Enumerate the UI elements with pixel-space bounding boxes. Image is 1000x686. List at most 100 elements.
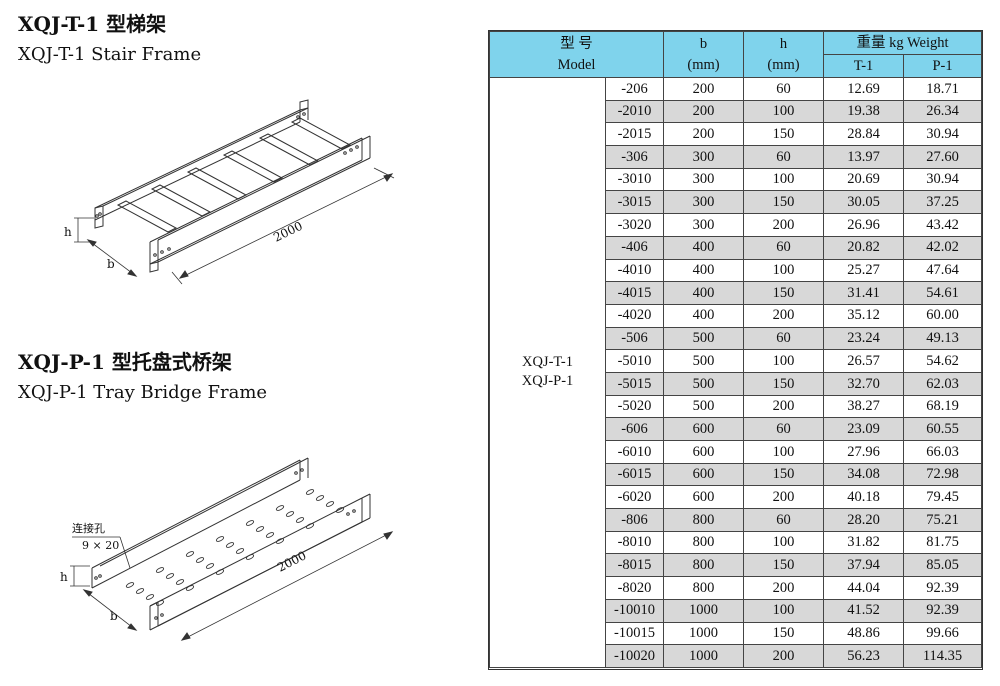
cell-p1: 54.61 [903, 281, 983, 305]
cell-suffix: -606 [604, 417, 665, 441]
cell-b: 500 [663, 371, 745, 396]
cell-p1: 68.19 [903, 394, 983, 419]
cell-b: 1000 [663, 621, 745, 646]
cell-p1: 75.21 [903, 508, 983, 532]
cell-p1: 114.35 [903, 644, 983, 668]
cell-suffix: -3010 [604, 167, 665, 192]
cell-h: 200 [743, 576, 825, 600]
cell-suffix: -4010 [604, 258, 665, 283]
cell-suffix: -4020 [604, 303, 665, 328]
tray-title: XQJ-P-1 型托盘式桥架 [18, 350, 232, 374]
cell-b: 800 [663, 530, 745, 555]
cell-b: 800 [663, 553, 745, 578]
cell-p1: 37.25 [903, 190, 983, 215]
cell-b: 500 [663, 326, 745, 351]
cell-suffix: -406 [604, 235, 665, 260]
cell-suffix: -8020 [604, 576, 665, 600]
tray-dim-h: h [60, 570, 68, 584]
cell-h: 200 [743, 303, 825, 328]
cell-t1: 37.94 [823, 553, 905, 578]
cell-t1: 26.96 [823, 213, 905, 237]
cell-h: 100 [743, 598, 825, 623]
cell-h: 150 [743, 122, 825, 147]
cell-h: 60 [743, 508, 825, 532]
cell-b: 300 [663, 167, 745, 192]
cell-suffix: -5015 [604, 371, 665, 396]
cell-h: 100 [743, 167, 825, 192]
ladder-dim-b: b [107, 257, 115, 271]
cell-b: 200 [663, 99, 745, 124]
cell-b: 300 [663, 145, 745, 169]
cell-suffix: -6010 [604, 440, 665, 464]
cell-suffix: -5020 [604, 394, 665, 419]
cell-h: 200 [743, 644, 825, 668]
cell-suffix: -206 [604, 77, 665, 101]
cell-p1: 54.62 [903, 349, 983, 373]
cell-p1: 42.02 [903, 235, 983, 260]
cell-b: 500 [663, 394, 745, 419]
cell-p1: 79.45 [903, 485, 983, 510]
cell-suffix: -306 [604, 145, 665, 169]
cell-t1: 30.05 [823, 190, 905, 215]
cell-h: 200 [743, 485, 825, 510]
cell-t1: 35.12 [823, 303, 905, 328]
cell-b: 400 [663, 258, 745, 283]
cell-p1: 85.05 [903, 553, 983, 578]
cell-h: 100 [743, 258, 825, 283]
cell-t1: 32.70 [823, 371, 905, 396]
cell-p1: 92.39 [903, 598, 983, 623]
cell-h: 100 [743, 440, 825, 464]
cell-t1: 23.24 [823, 326, 905, 351]
tray-dim-length: 2000 [275, 548, 309, 574]
cell-p1: 60.00 [903, 303, 983, 328]
cell-p1: 92.39 [903, 576, 983, 600]
cell-suffix: -8010 [604, 530, 665, 555]
cell-t1: 56.23 [823, 644, 905, 668]
cell-t1: 27.96 [823, 440, 905, 464]
cell-b: 600 [663, 462, 745, 487]
cell-h: 60 [743, 417, 825, 441]
cell-suffix: -2010 [604, 99, 665, 124]
cell-suffix: -3020 [604, 213, 665, 237]
cell-h: 100 [743, 530, 825, 555]
cell-p1: 66.03 [903, 440, 983, 464]
header-h: h (mm) [743, 31, 825, 78]
cell-h: 150 [743, 371, 825, 396]
cell-p1: 18.71 [903, 77, 983, 101]
cell-suffix: -10010 [604, 598, 665, 623]
cell-b: 400 [663, 235, 745, 260]
cell-b: 600 [663, 440, 745, 464]
cell-suffix: -6015 [604, 462, 665, 487]
model-group-label: XQJ-T-1 [521, 353, 574, 370]
cell-b: 600 [663, 485, 745, 510]
cell-suffix: -3015 [604, 190, 665, 215]
cell-p1: 99.66 [903, 621, 983, 646]
spec-table-container: 型 号 Model b (mm) h (mm) 重量 kg Weight T-1… [488, 30, 983, 670]
cell-b: 800 [663, 576, 745, 600]
cell-p1: 30.94 [903, 167, 983, 192]
cell-b: 400 [663, 303, 745, 328]
tray-frame-drawing: 连接孔 9 × 20 h b 2000 [0, 450, 420, 660]
cell-p1: 81.75 [903, 530, 983, 555]
cell-b: 1000 [663, 644, 745, 668]
cell-suffix: -5010 [604, 349, 665, 373]
cell-t1: 28.84 [823, 122, 905, 147]
tray-hole-size: 9 × 20 [82, 539, 119, 552]
cell-t1: 40.18 [823, 485, 905, 510]
cell-suffix: -10020 [604, 644, 665, 668]
